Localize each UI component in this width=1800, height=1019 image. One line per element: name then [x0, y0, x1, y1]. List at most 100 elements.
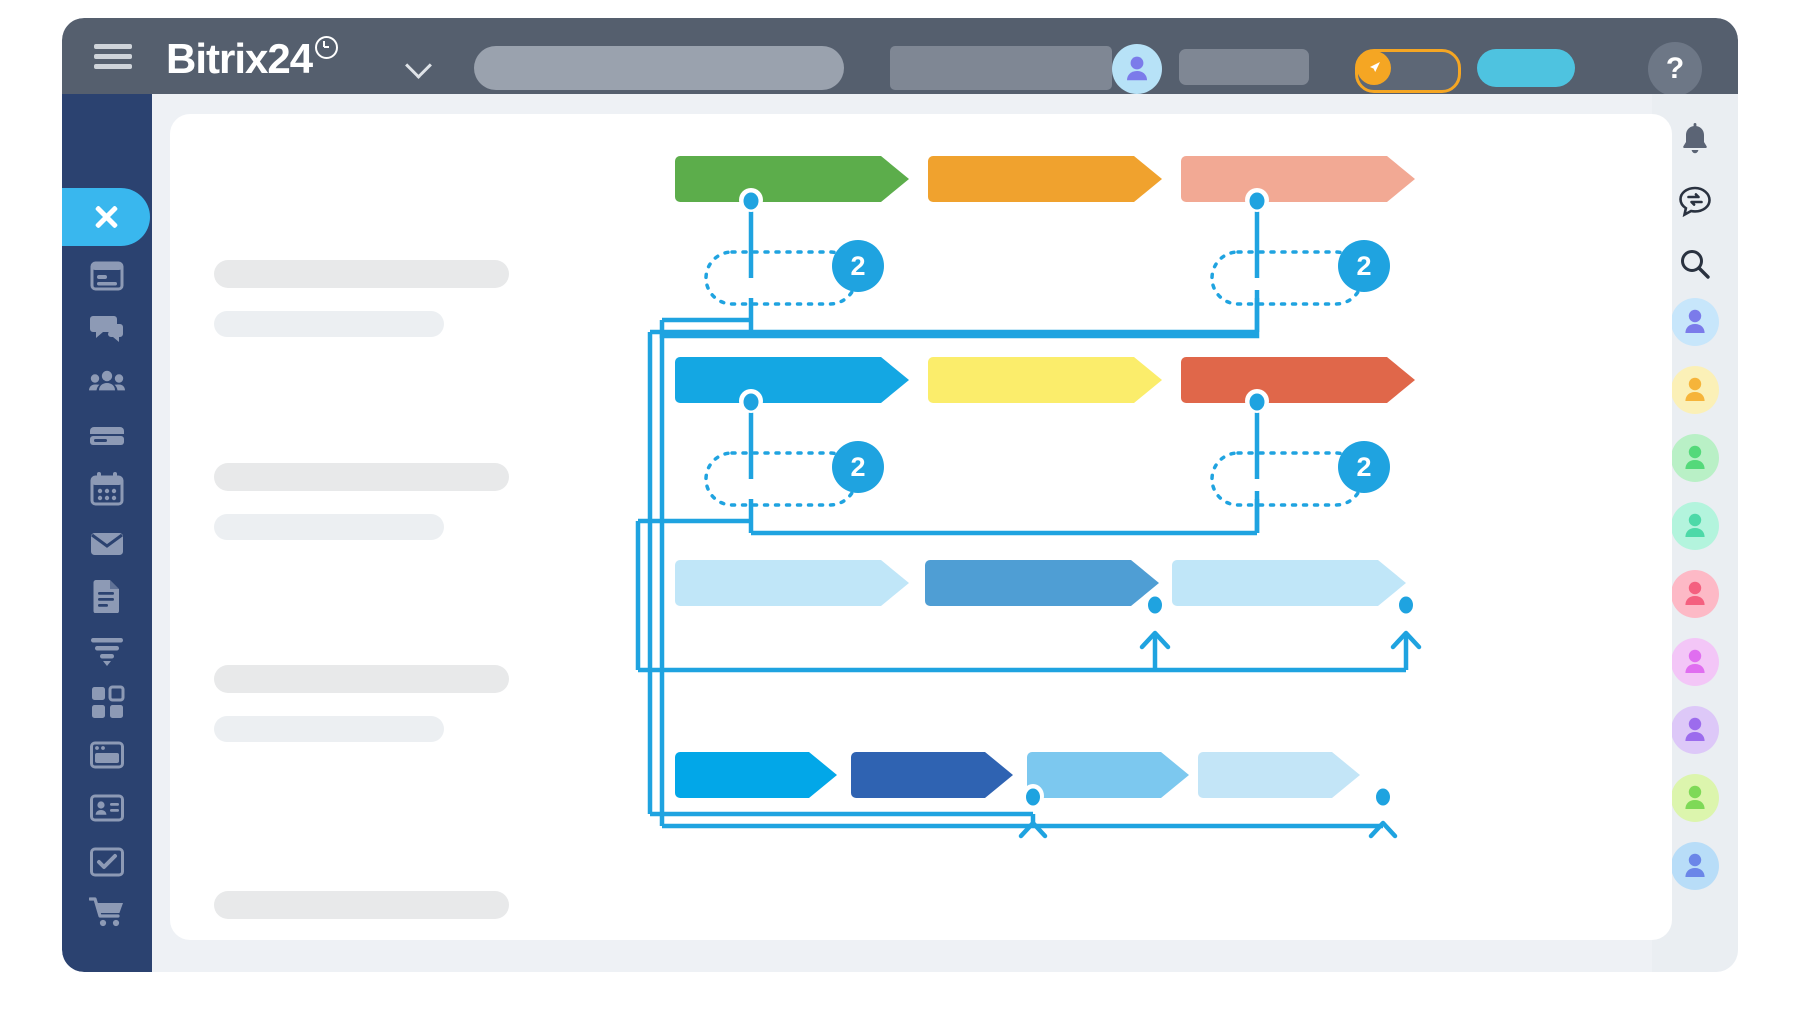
- close-button[interactable]: [62, 188, 150, 246]
- placeholder-title-3: [214, 665, 509, 693]
- help-button[interactable]: ?: [1648, 42, 1702, 96]
- user-avatar-icon: [1685, 785, 1705, 809]
- connector-dot[interactable]: [1026, 788, 1040, 806]
- sidebar-item-drive[interactable]: [89, 417, 125, 453]
- chevron-down-icon[interactable]: [405, 52, 432, 79]
- avatar-6[interactable]: [1671, 638, 1719, 686]
- sidebar-item-chat[interactable]: [89, 310, 125, 346]
- messenger[interactable]: [1673, 180, 1717, 224]
- connector-dot[interactable]: [1249, 393, 1265, 411]
- group-people-icon: [89, 370, 125, 391]
- main-content-card: 2 2 2 2: [170, 114, 1672, 940]
- checkbox-window-icon: [90, 847, 124, 877]
- brand-logo: Bitrix24: [166, 35, 339, 83]
- stage-navy[interactable]: [851, 752, 1013, 798]
- rule-placeholder[interactable]: [704, 451, 858, 507]
- placeholder-subtitle-3: [214, 716, 444, 742]
- stage-midblue[interactable]: [925, 560, 1159, 606]
- user-avatar-icon: [1685, 649, 1705, 673]
- search[interactable]: [1673, 242, 1717, 286]
- rocket-icon[interactable]: [1357, 51, 1391, 85]
- user-avatar-icon: [1685, 377, 1705, 401]
- stage-cyan[interactable]: [675, 752, 837, 798]
- rule-count-badge[interactable]: 2: [1338, 240, 1390, 292]
- close-x-icon: [92, 203, 120, 231]
- sidebar-item-store[interactable]: [89, 894, 125, 930]
- placeholder-subtitle-2: [214, 514, 444, 540]
- avatar-9[interactable]: [1671, 842, 1719, 890]
- id-card-icon: [90, 794, 124, 822]
- stage-yellow[interactable]: [928, 357, 1162, 403]
- shopping-cart-icon: [89, 897, 123, 927]
- document-icon: [93, 580, 119, 613]
- stage-blue[interactable]: [675, 357, 909, 403]
- sidebar-item-tasks[interactable]: [89, 844, 125, 880]
- funnel-icon: [91, 638, 123, 666]
- avatar-4[interactable]: [1671, 502, 1719, 550]
- placeholder-title-1: [214, 260, 509, 288]
- sidebar-item-sites[interactable]: [89, 737, 125, 773]
- browser-window-icon: [90, 741, 124, 769]
- feed-icon: [90, 261, 124, 291]
- grid-squares-icon: [92, 685, 125, 718]
- rule-count-badge[interactable]: 2: [832, 240, 884, 292]
- calendar-icon: [90, 472, 124, 506]
- sidebar-item-mail[interactable]: [89, 524, 125, 560]
- top-bar: Bitrix24 ?: [62, 18, 1738, 96]
- rule-placeholder[interactable]: [704, 250, 858, 306]
- user-avatar-icon: [1685, 445, 1705, 469]
- rule-count-badge[interactable]: 2: [832, 441, 884, 493]
- sidebar-item-feed[interactable]: [89, 258, 125, 294]
- stage-skyblue[interactable]: [1027, 752, 1189, 798]
- placeholder-title-2: [214, 463, 509, 491]
- user-avatar-icon: [1685, 717, 1705, 741]
- stage-lightblue-2[interactable]: [1172, 560, 1406, 606]
- user-avatar-icon: [1685, 581, 1705, 605]
- avatar[interactable]: [1112, 44, 1162, 94]
- avatar-7[interactable]: [1671, 706, 1719, 754]
- connector-dot[interactable]: [1376, 788, 1390, 806]
- brand-text: Bitrix24: [166, 35, 313, 82]
- sidebar-item-contacts[interactable]: [89, 790, 125, 826]
- avatar-3[interactable]: [1671, 434, 1719, 482]
- stage-green[interactable]: [675, 156, 909, 202]
- avatar-8[interactable]: [1671, 774, 1719, 822]
- avatar-5[interactable]: [1671, 570, 1719, 618]
- sidebar-item-group[interactable]: [89, 364, 125, 400]
- avatar-2[interactable]: [1671, 366, 1719, 414]
- notifications-bell[interactable]: [1673, 118, 1717, 162]
- stage-lightblue-1[interactable]: [675, 560, 909, 606]
- connector-dot[interactable]: [1399, 596, 1413, 614]
- drive-icon: [90, 427, 124, 445]
- sidebar-item-crm[interactable]: [89, 631, 125, 667]
- placeholder-title-4: [214, 891, 509, 919]
- header-block-placeholder[interactable]: [890, 46, 1112, 90]
- rule-placeholder[interactable]: [1210, 451, 1364, 507]
- sidebar-item-calendar[interactable]: [89, 470, 125, 506]
- sidebar-item-apps[interactable]: [89, 684, 125, 720]
- chat-bubbles-icon: [90, 316, 123, 342]
- funnel-diagram: 2 2 2 2: [170, 114, 1672, 940]
- sidebar-item-documents[interactable]: [89, 577, 125, 613]
- avatar-1[interactable]: [1671, 298, 1719, 346]
- clock-icon: [315, 36, 339, 59]
- user-avatar-icon: [1685, 309, 1705, 333]
- rule-count-badge[interactable]: 2: [1338, 441, 1390, 493]
- user-avatar-icon: [1685, 513, 1705, 537]
- envelope-icon: [91, 533, 123, 555]
- user-name-placeholder[interactable]: [1179, 49, 1309, 85]
- connector-dot[interactable]: [743, 192, 759, 210]
- connector-dot[interactable]: [1148, 596, 1162, 614]
- stage-paleblue[interactable]: [1198, 752, 1360, 798]
- stage-red[interactable]: [1181, 357, 1415, 403]
- hamburger-menu-icon[interactable]: [94, 44, 132, 69]
- connector-dot[interactable]: [1249, 192, 1265, 210]
- search-input[interactable]: [474, 46, 844, 90]
- connector-dot[interactable]: [743, 393, 759, 411]
- cyan-action-pill[interactable]: [1477, 49, 1575, 87]
- stage-orange[interactable]: [928, 156, 1162, 202]
- left-sidebar: [62, 94, 152, 972]
- rule-placeholder[interactable]: [1210, 250, 1364, 306]
- stage-salmon[interactable]: [1181, 156, 1415, 202]
- user-avatar-icon: [1127, 56, 1147, 81]
